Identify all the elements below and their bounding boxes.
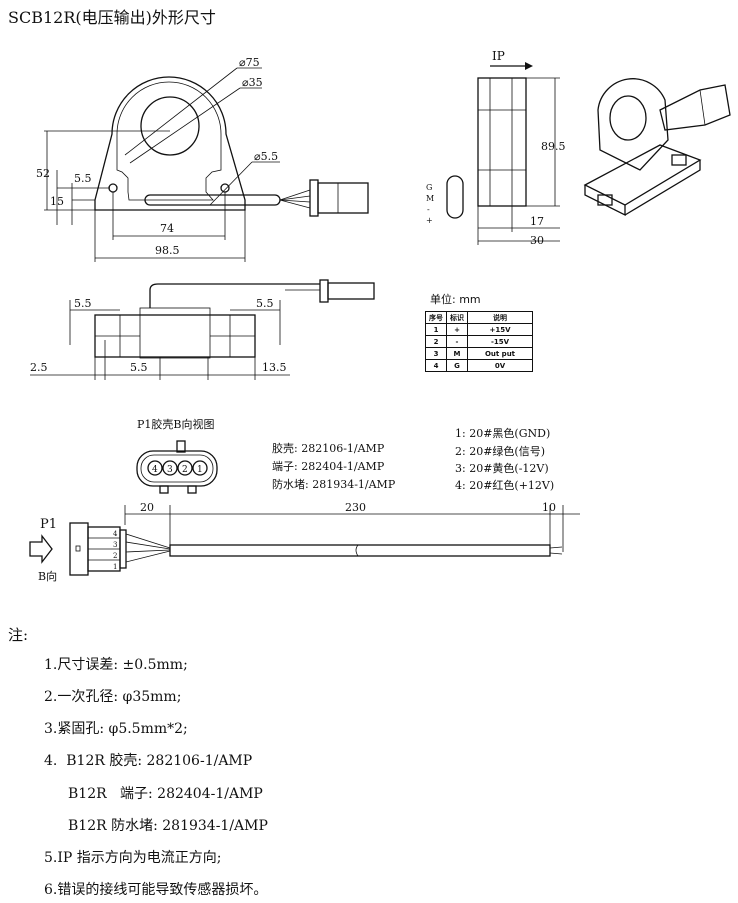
- cable-drawing: P1 B向 4 3 2 1 20 230 10: [29, 501, 580, 583]
- pin-label: -: [427, 205, 430, 214]
- pin-label: M: [426, 194, 434, 203]
- pin-label: +: [426, 216, 433, 225]
- dim-side-17: 17: [530, 215, 544, 228]
- dim-hole-spacing: 74: [160, 222, 174, 235]
- table-cell: +15V: [467, 323, 533, 336]
- dim-hole-dia: ⌀5.5: [254, 150, 278, 163]
- table-cell: G: [446, 359, 468, 372]
- front-view: ⌀75 ⌀35 ⌀5.5 52 5.5 15 74 98.5: [36, 56, 369, 262]
- side-view: IP 89.5 G M - + 17 30: [426, 49, 566, 247]
- table-cell: Out put: [467, 347, 533, 360]
- dim-bottom-c: 13.5: [262, 361, 287, 374]
- dim-hole-offset: 5.5: [74, 172, 92, 185]
- table-header: 标识: [446, 311, 468, 324]
- sensor-body-outline: [94, 76, 246, 211]
- pin-number: 4: [113, 530, 118, 538]
- dim-base: 15: [50, 195, 64, 208]
- table-cell: -: [446, 335, 468, 348]
- pin-number: 4: [152, 465, 158, 475]
- dim-outer-dia: ⌀75: [239, 56, 260, 69]
- notes-heading: 注:: [8, 626, 29, 644]
- page-title: SCB12R(电压输出)外形尺寸: [8, 8, 216, 27]
- table-cell: +: [446, 323, 468, 336]
- table-header: 说明: [467, 311, 533, 324]
- note-item: 4. B12R 胶壳: 282106-1/AMP: [44, 753, 253, 769]
- wire-3: 3: 20#黄色(-12V): [455, 461, 549, 475]
- mounting-hole-left: [108, 183, 118, 193]
- part-terminal: 端子: 282404-1/AMP: [272, 460, 385, 473]
- note-item: 5.IP 指示方向为电流正方向;: [44, 850, 222, 866]
- note-item: B12R 防水堵: 281934-1/AMP: [68, 818, 268, 834]
- note-item: 6.错误的接线可能导致传感器损坏。: [44, 882, 268, 898]
- pin-number: 2: [182, 465, 188, 475]
- pin-number: 1: [113, 563, 117, 571]
- dim-bottom-left: 5.5: [74, 297, 92, 310]
- current-direction-label: IP: [492, 49, 505, 63]
- dim-cable-10: 10: [542, 501, 556, 514]
- table-cell: 3: [425, 347, 447, 360]
- pin-number: 3: [167, 465, 173, 475]
- pin-number: 3: [113, 541, 117, 549]
- mounting-hole-right: [220, 183, 230, 193]
- bottom-view: 5.5 5.5 2.5 5.5 13.5: [30, 279, 375, 380]
- note-item: 1.尺寸误差: ±0.5mm;: [44, 657, 188, 673]
- connector-view-title: P1胶壳B向视图: [137, 417, 214, 431]
- note-item: 3.紧固孔: φ5.5mm*2;: [44, 721, 188, 737]
- table-row: 2--15V: [425, 335, 533, 348]
- unit-label: 单位: mm: [430, 293, 481, 306]
- dim-height: 52: [36, 167, 50, 180]
- isometric-view: [583, 78, 731, 217]
- direction-arrow-icon: [29, 534, 53, 564]
- dim-cable-20: 20: [140, 501, 154, 514]
- p1-label: P1: [40, 517, 57, 532]
- direction-label: B向: [38, 569, 57, 583]
- note-item: 2.一次孔径: φ35mm;: [44, 689, 182, 705]
- dim-side-height: 89.5: [541, 140, 566, 153]
- connector-view: P1胶壳B向视图 4 3 2 1: [136, 417, 218, 494]
- pin-number: 1: [197, 465, 203, 475]
- pin-label: G: [426, 183, 432, 192]
- table-cell: 1: [425, 323, 447, 336]
- pin-connector-face: [446, 175, 464, 219]
- dim-bottom-a: 2.5: [30, 361, 48, 374]
- dim-total-width: 98.5: [155, 244, 180, 257]
- note-item: B12R 端子: 282404-1/AMP: [68, 786, 263, 802]
- table-cell: 0V: [467, 359, 533, 372]
- dim-bottom-right: 5.5: [256, 297, 274, 310]
- table-header: 序号: [425, 311, 447, 324]
- wire-1: 1: 20#黑色(GND): [455, 426, 550, 440]
- table-row: 1++15V: [425, 323, 533, 336]
- table-cell: -15V: [467, 335, 533, 348]
- dim-bottom-b: 5.5: [130, 361, 148, 374]
- dim-cable-230: 230: [345, 501, 366, 514]
- wire-2: 2: 20#绿色(信号): [455, 444, 545, 458]
- pin-number: 2: [113, 552, 117, 560]
- wire-4: 4: 20#红色(+12V): [455, 478, 554, 492]
- primary-hole: [140, 96, 200, 156]
- table-cell: 2: [425, 335, 447, 348]
- table-cell: 4: [425, 359, 447, 372]
- dim-side-30: 30: [530, 234, 544, 247]
- part-housing: 胶壳: 282106-1/AMP: [272, 441, 385, 455]
- dim-inner-dia: ⌀35: [242, 76, 263, 89]
- part-seal: 防水堵: 281934-1/AMP: [272, 477, 396, 491]
- table-cell: M: [446, 347, 468, 360]
